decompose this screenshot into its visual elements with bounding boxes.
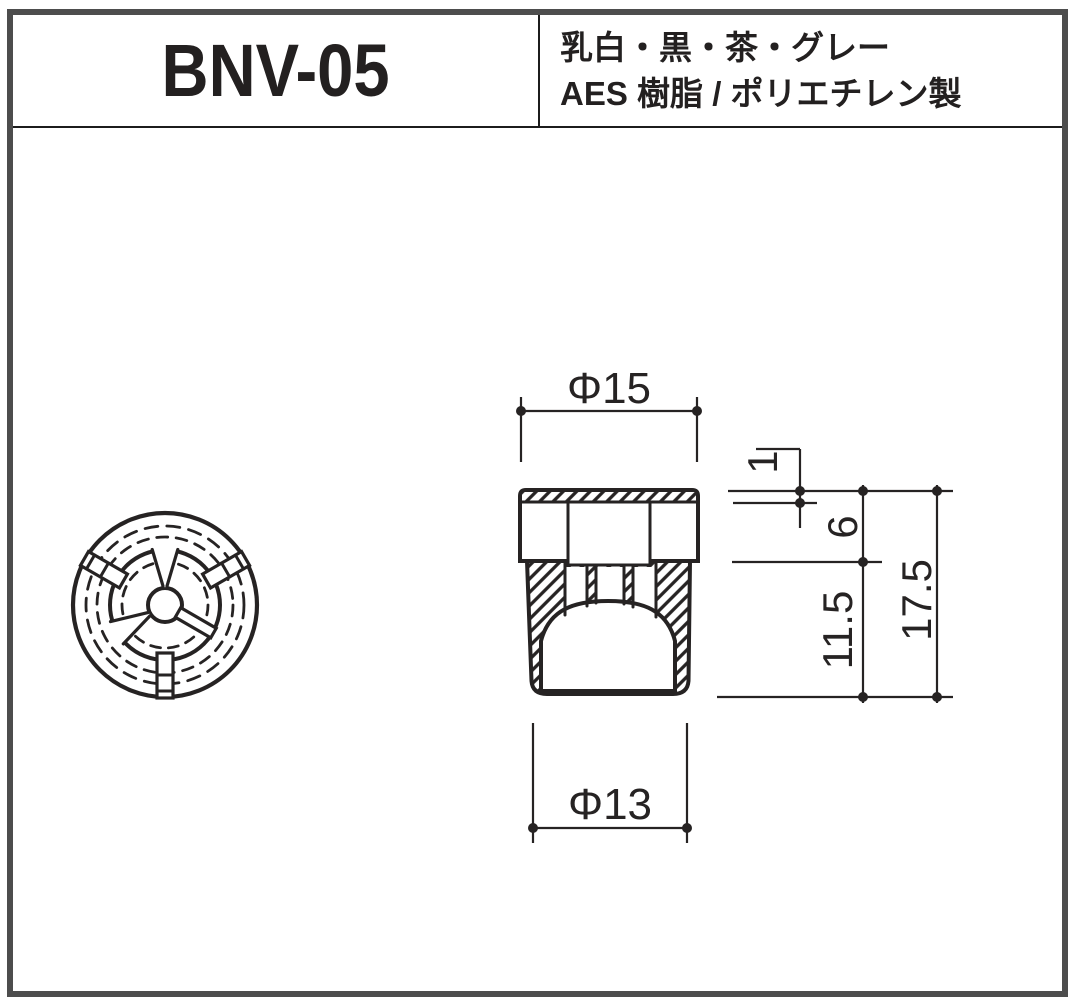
dim-head-and-body-height: 6 11.5 [814, 485, 868, 703]
center-wedge-top [150, 546, 180, 588]
top-rim-hatched [522, 492, 696, 501]
model-cell: BNV-05 [13, 15, 540, 126]
dim-rim-thickness-label: 1 [739, 450, 786, 473]
section-view [518, 488, 700, 696]
bottom-view [70, 510, 260, 700]
dim-rim-thickness: 1 [739, 447, 805, 528]
dim-top-diameter: Φ15 [516, 364, 702, 462]
spec-material: AES 樹脂 / ポリエチレン製 [560, 74, 962, 112]
dim-head-height-label: 6 [819, 515, 866, 538]
dim-bottom-diameter: Φ13 [528, 723, 692, 843]
dome-cavity [539, 598, 677, 693]
rib-slot-upper-left [78, 549, 130, 591]
rib-edges [563, 560, 658, 619]
dim-total-height-label: 17.5 [893, 559, 940, 641]
dim-bottom-diameter-label: Φ13 [568, 780, 652, 829]
dim-total-height: 17.5 [893, 485, 942, 703]
rib-slot-upper-right [200, 549, 252, 591]
head-middle-facet [566, 500, 652, 567]
dimensions: Φ15 Φ13 1 [516, 364, 953, 843]
spec-colors: 乳白・黒・茶・グレー [560, 28, 890, 66]
center-key-arm [173, 605, 219, 640]
dim-body-height-label: 11.5 [814, 591, 861, 670]
spec-cell: 乳白・黒・茶・グレー AES 樹脂 / ポリエチレン製 [540, 15, 1062, 126]
center-wedge-lower-left [107, 610, 152, 647]
page-frame: BNV-05 乳白・黒・茶・グレー AES 樹脂 / ポリエチレン製 [7, 9, 1068, 997]
dim-top-diameter-label: Φ15 [567, 364, 651, 413]
model-title: BNV-05 [161, 29, 390, 112]
title-block: BNV-05 乳白・黒・茶・グレー AES 樹脂 / ポリエチレン製 [13, 15, 1062, 128]
rib-slot-bottom [155, 651, 175, 700]
